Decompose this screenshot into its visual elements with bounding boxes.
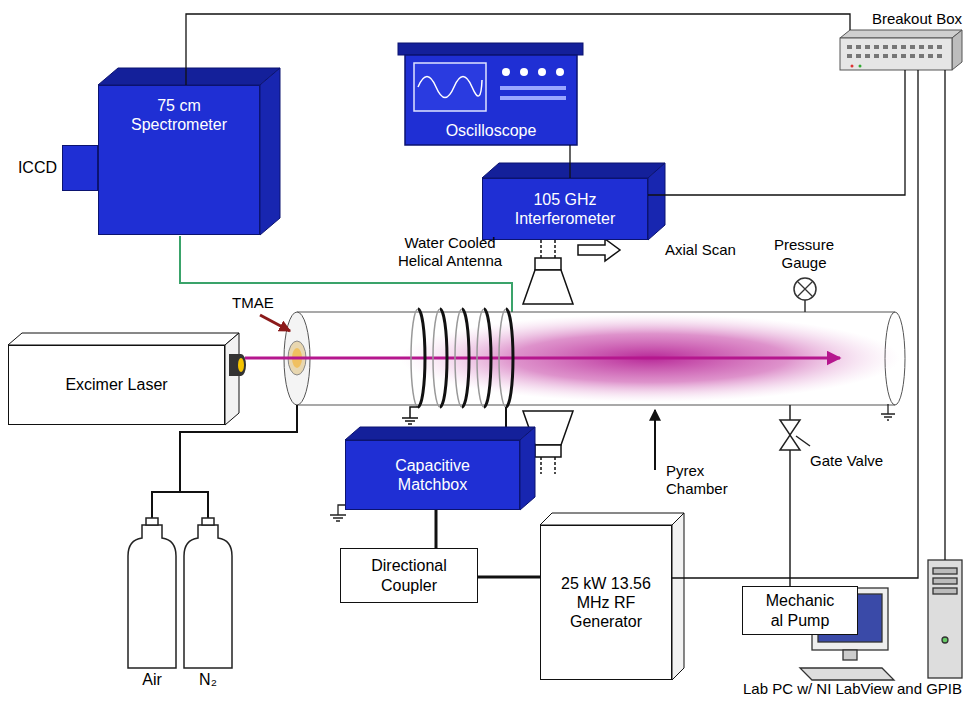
gas-cylinder: N₂ [184,518,232,668]
node-label: Oscilloscope [443,121,540,140]
gauge-label: Pressure Gauge [758,236,850,272]
coupler-box: Directional Coupler [340,548,478,603]
node-label: Lab PC w/ NI LabView and GPIB [743,680,962,698]
node-label: 75 cm Spectrometer [124,96,234,134]
signal-wire [648,70,905,195]
antenna-label: Water Cooled Helical Antenna [385,234,515,270]
oscilloscope-box: Oscilloscope [405,55,577,145]
node-label: Mechanic al Pump [761,591,839,629]
feed-label: TMAE [232,294,274,312]
node-label: Air [142,670,162,689]
gas-cylinder: Air [128,518,176,668]
laser-box: Excimer Laser [8,345,225,425]
rf-generator-box: 25 kW 13.56 MHz RF Generator [540,525,672,680]
signal-wire [569,145,570,178]
node-label: N₂ [199,670,217,689]
signal-wire [186,14,850,85]
signal-wire [672,70,918,578]
scan-label: Axial Scan [665,241,736,259]
lab-pc: Lab PC w/ NI LabView and GPIB [800,560,962,680]
node-label: Excimer Laser [65,375,167,394]
rf-cable [435,510,438,548]
breakout-box: Breakout Box [840,30,962,70]
node-label: Breakout Box [872,10,962,28]
node-label: Capacitive Matchbox [383,456,483,494]
rf-cable [478,576,540,579]
pump-box: Mechanic al Pump [742,586,858,635]
matchbox-box: Capacitive Matchbox [345,440,520,510]
signal-wire [944,70,945,560]
interferometer-box: 105 GHz Interferometer [482,178,648,240]
node-label: Directional Coupler [359,556,459,594]
spectrometer-box: 75 cm Spectrometer [98,85,260,235]
chamber-label: Pyrex Chamber [666,462,738,498]
node-label: 105 GHz Interferometer [505,190,625,228]
valve-label: Gate Valve [810,452,883,470]
node-label: ICCD [18,158,57,177]
camera-box: ICCD [62,145,98,191]
node-label: 25 kW 13.56 MHz RF Generator [556,574,656,632]
